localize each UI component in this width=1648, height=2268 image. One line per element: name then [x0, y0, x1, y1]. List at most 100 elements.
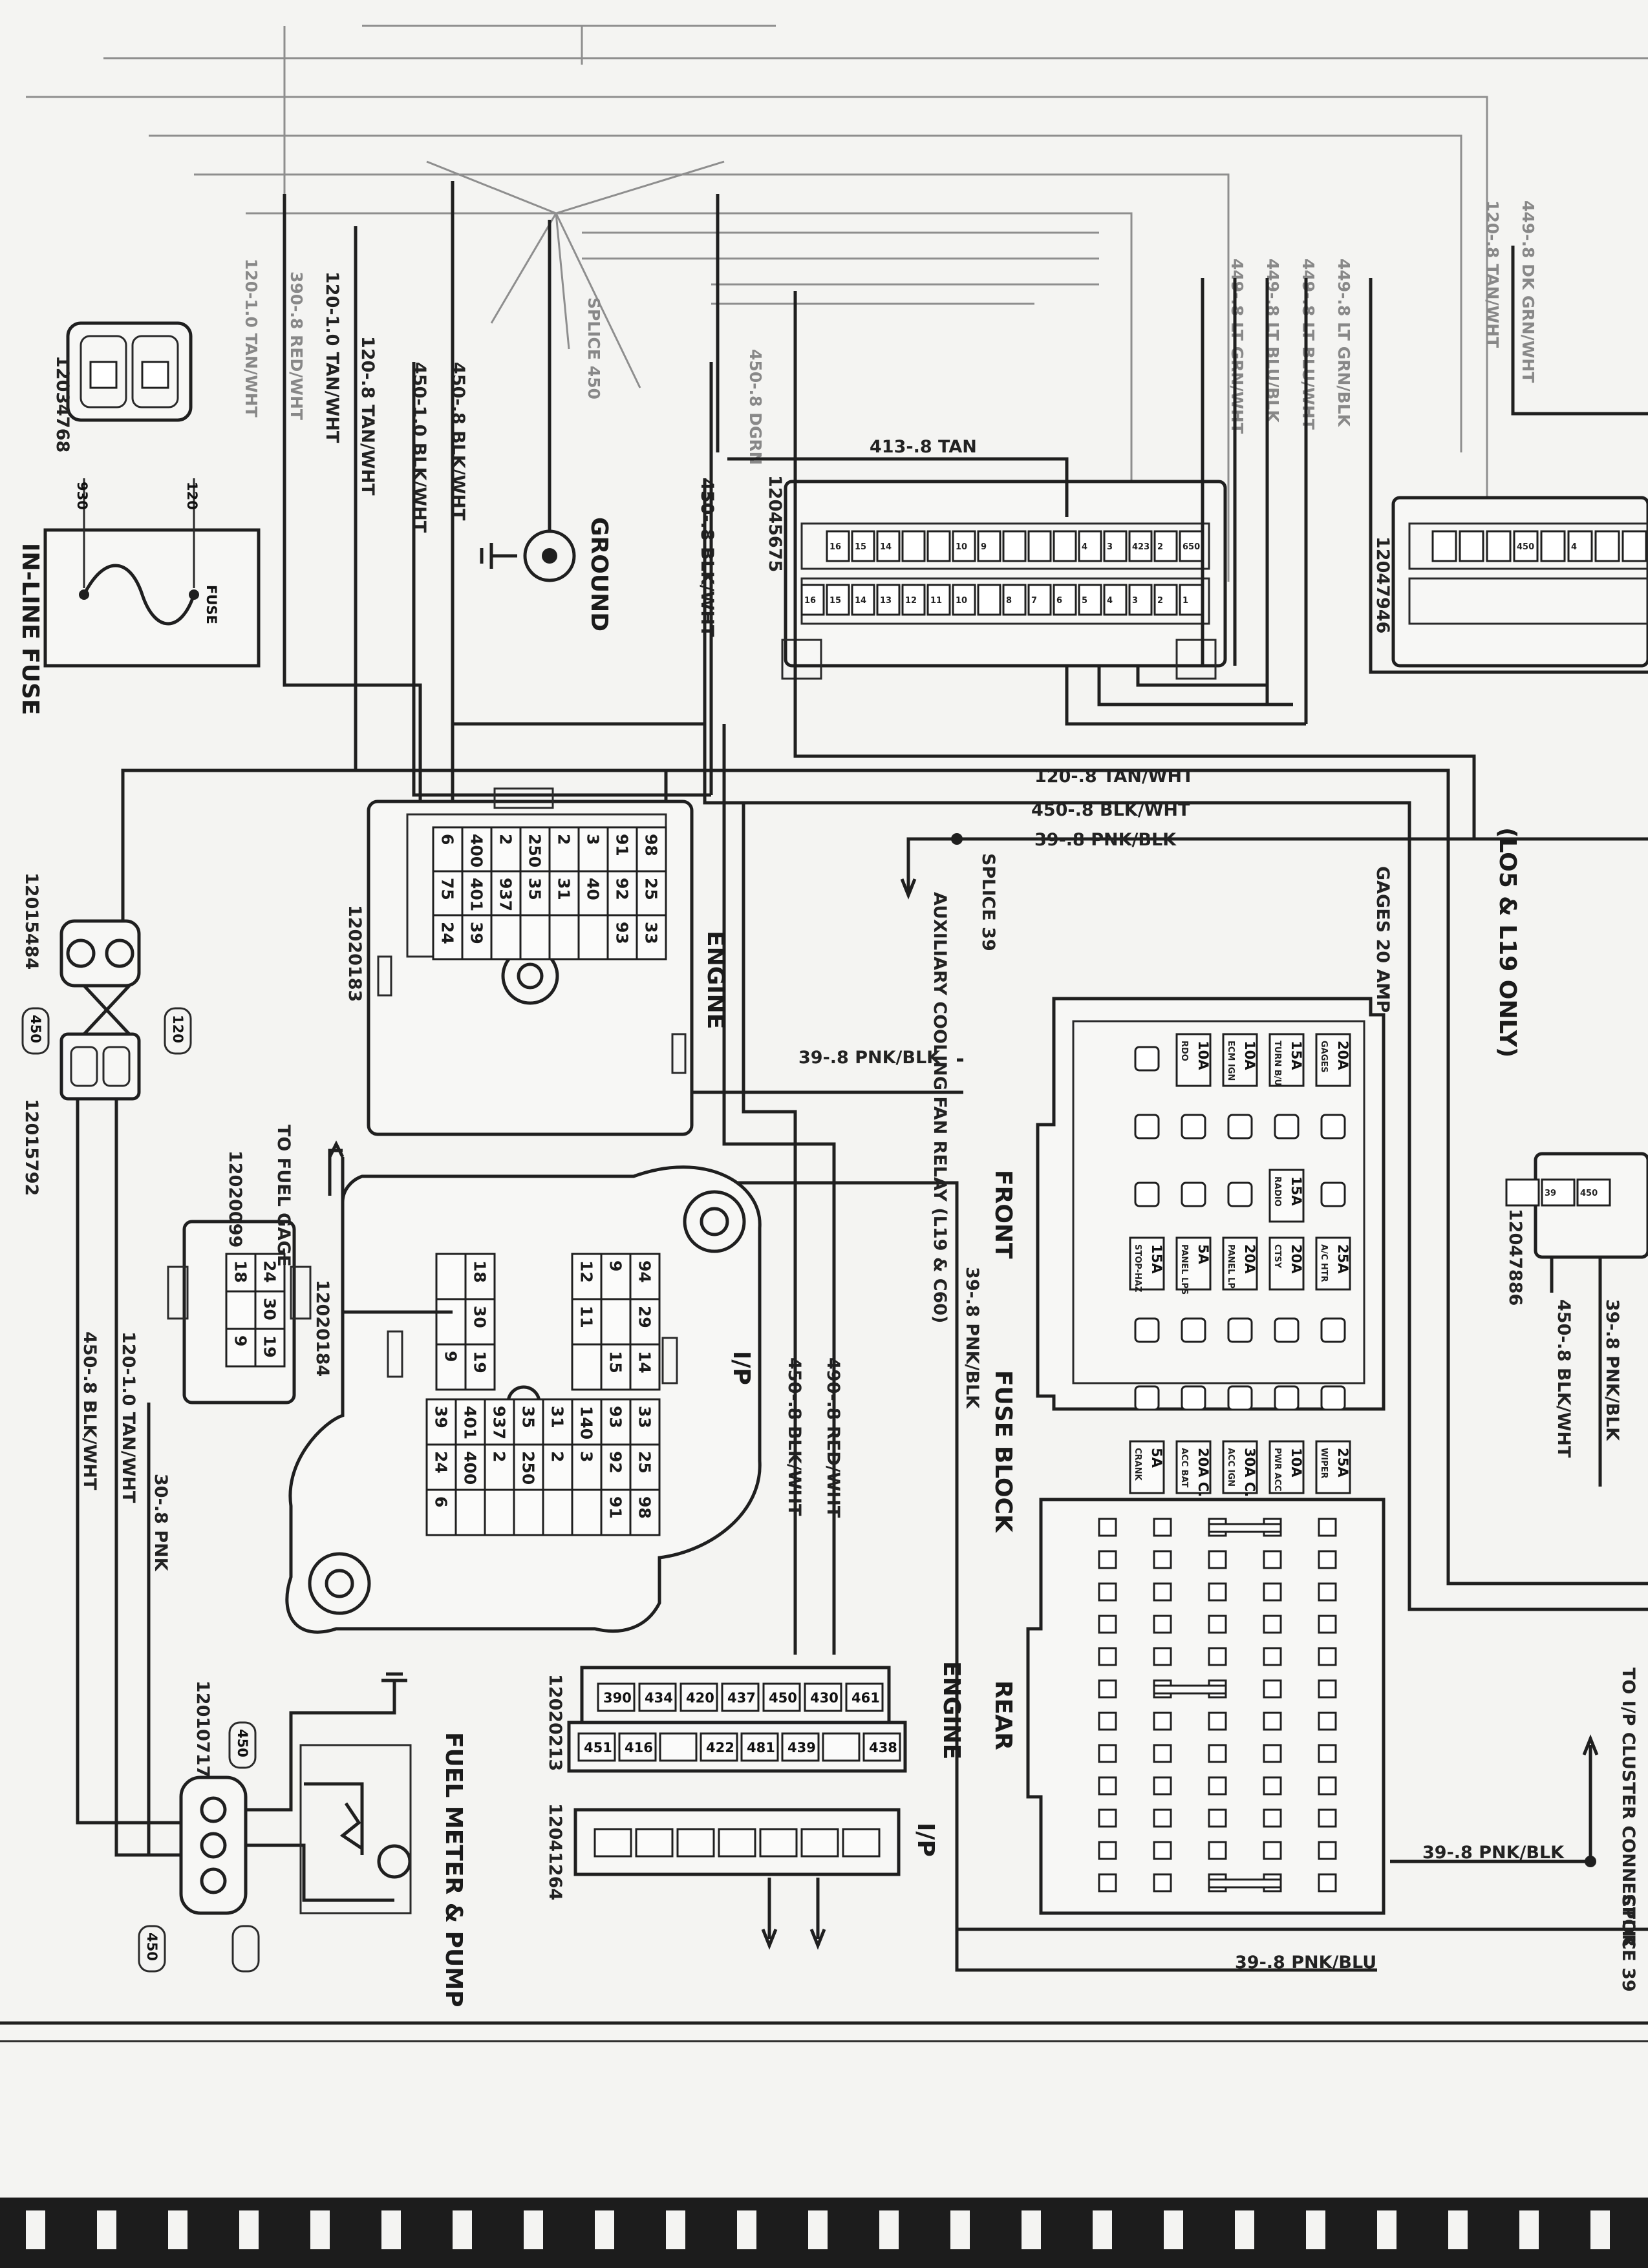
c12045675-bot-cavity — [1128, 584, 1153, 616]
wire-label-30: 30-.8 PNK — [151, 1474, 171, 1572]
connector-12041264-cavities — [594, 1828, 881, 1858]
ip-connector-a-pin: 140 — [577, 1406, 596, 1439]
ip-connector-a-pin: 92 — [606, 1451, 625, 1474]
rear-bus-bar — [1208, 1523, 1282, 1533]
c12020213-top-cavity — [597, 1682, 636, 1712]
part-12010717: 12010717 — [193, 1680, 213, 1777]
c12020213-top-cavity — [638, 1682, 677, 1712]
c12045675-bot-pin: 15 — [829, 596, 841, 606]
fuse-cavity-filled — [1268, 1169, 1305, 1223]
rear-terminal — [1208, 1776, 1227, 1796]
c12047946-cavity — [1594, 530, 1620, 562]
ip-connector-a-pin: 400 — [461, 1451, 480, 1485]
c12041264-cavity — [718, 1828, 756, 1858]
ip-connector-c-pin: 19 — [471, 1351, 489, 1373]
fuse-rating: 5A — [1149, 1448, 1164, 1468]
c12047886-pin: 39 — [1545, 1189, 1556, 1198]
rear-terminal — [1098, 1841, 1117, 1860]
c12045675-bot-cavity — [977, 584, 1001, 616]
rear-terminal — [1153, 1776, 1172, 1796]
c12045675-top-cavity — [851, 530, 875, 562]
rear-terminal — [1318, 1873, 1337, 1892]
c12047886-pin: 450 — [1580, 1189, 1598, 1198]
wire-label-120-8: 120-.8 TAN/WHT — [358, 336, 378, 496]
engine-connector-pin: 92 — [613, 878, 632, 900]
fuse-rating: 10A — [1242, 1041, 1257, 1070]
relay-connector-pin: 30 — [261, 1298, 279, 1320]
ip-connector-b-pin: 14 — [636, 1351, 654, 1373]
ip-connector-a-pin: 250 — [519, 1451, 538, 1485]
engine-connector-pin: 24 — [438, 922, 457, 944]
fuse-cavity-empty — [1227, 1317, 1253, 1343]
c12045675-bot-pin: 4 — [1107, 596, 1113, 606]
c12045675-bot-cavity — [1053, 584, 1077, 616]
connector-12045675: 12045675 — [765, 475, 1227, 680]
c12045675-bot-pin: 2 — [1157, 596, 1163, 606]
engine-connector-cell — [490, 870, 522, 917]
c12020213-mid-cavity — [781, 1732, 820, 1762]
wire-label-120-tr: 120-.8 TAN/WHT — [1483, 200, 1502, 348]
c12045675-bot-cavity — [901, 584, 926, 616]
rear-terminal — [1153, 1647, 1172, 1666]
fuse-cavity-empty — [1134, 1046, 1160, 1072]
rear-terminal — [1098, 1550, 1117, 1569]
fuse-cavity-empty — [1134, 1385, 1160, 1411]
ip-connector-a-pin: 2 — [548, 1451, 567, 1462]
fuse-cavity-empty — [1227, 1182, 1253, 1207]
fuel-meter-pump: FUEL METER & PUMP 12010717 450 450 — [138, 1672, 467, 2007]
fuse-rating: 15A — [1289, 1041, 1304, 1070]
rear-terminal — [1098, 1615, 1117, 1634]
ip-connector-c-cell — [435, 1298, 467, 1346]
fuse-cavity-empty — [1134, 1317, 1160, 1343]
rear-terminal — [1153, 1841, 1172, 1860]
connector-12047886-cavities: 450 39 — [1505, 1178, 1611, 1207]
c12045675-top-cavity — [1103, 530, 1128, 562]
c12045675-bot-cavity — [800, 584, 825, 616]
c12045675-bot-cavity — [1027, 584, 1052, 616]
rear-terminal — [1263, 1776, 1282, 1796]
inline-fuse-title: IN-LINE FUSE — [17, 543, 43, 715]
wire-label-120-10: 120-1.0 TAN/WHT — [322, 271, 342, 443]
fuse-circuit: RADIO — [1272, 1176, 1282, 1207]
part-12020183: 12020183 — [345, 905, 365, 1002]
fuse-rating: 20A C.B — [1195, 1448, 1211, 1507]
engine-connector-cell — [461, 870, 493, 917]
c12020213-mid-cavity — [618, 1732, 657, 1762]
ip-connector-a-cell — [455, 1489, 486, 1536]
front-label: FRONT — [990, 1170, 1016, 1259]
relay-connector-cell — [225, 1328, 257, 1368]
engine-connector-pin: 3 — [584, 834, 603, 845]
fuse-rating: 10A — [1289, 1448, 1304, 1478]
fuse-rating: 25A — [1335, 1244, 1351, 1274]
rear-terminal — [1153, 1712, 1172, 1731]
c12020213-mid-pin: 451 — [584, 1740, 612, 1755]
c12045675-top-cavity — [1179, 530, 1203, 562]
engine-connector-cell — [519, 914, 551, 960]
rear-terminal — [1318, 1518, 1337, 1537]
fuse-cavity-filled — [1175, 1440, 1212, 1494]
rear-terminal — [1318, 1841, 1337, 1860]
engine-connector-pin: 31 — [555, 878, 573, 900]
engine-connector-pin: 75 — [438, 878, 457, 900]
ip-connector-a-pin: 3 — [577, 1451, 596, 1462]
c12045675-top-cavity — [1153, 530, 1178, 562]
ip-connector-a-cell — [513, 1398, 544, 1446]
c12020213-top-pin: 450 — [769, 1690, 797, 1706]
c12020213-top-cavity — [721, 1682, 760, 1712]
fuse-cavity-empty — [1181, 1317, 1206, 1343]
c12045675-bot-cavity — [1103, 584, 1128, 616]
c12020213-top-pin: 437 — [727, 1690, 756, 1706]
fuse-circuit: CTSY — [1272, 1244, 1282, 1269]
wire-label-120-top: 120-.8 TAN/WHT — [1034, 767, 1194, 787]
c12020213-mid-pin: 439 — [787, 1740, 816, 1755]
splice-39-label: SPLICE 39 — [978, 853, 998, 951]
ip-connector-b-cell — [571, 1298, 603, 1346]
ip-connector-b-cell — [629, 1298, 661, 1346]
relay-connector-cell — [225, 1290, 257, 1330]
ip-connector-b-cell — [600, 1298, 632, 1346]
rear-terminal — [1318, 1647, 1337, 1666]
